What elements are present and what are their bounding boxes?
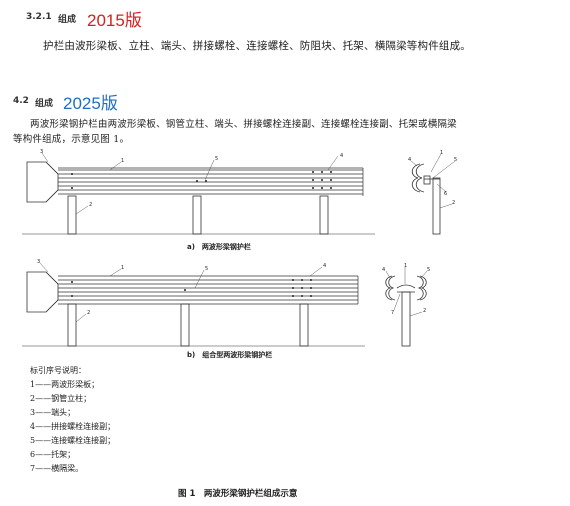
callout-5-a-section: 5: [454, 157, 457, 163]
end-terminal-a: [26, 161, 59, 203]
legend-item: 1——两波形梁板；: [30, 380, 100, 389]
beam-plate-a: [58, 167, 364, 196]
legend-item: 5——连接螺栓连接副；: [30, 436, 116, 445]
figure-b-diagram: 3 1 5 4 2 4 1 5 7 2: [22, 259, 430, 347]
version-label-2015: 2015版: [87, 11, 142, 30]
callout-1-a: 1: [121, 158, 124, 164]
callout-5-a: 5: [215, 156, 218, 162]
callout-3-b: 3: [37, 259, 40, 265]
steel-post-b2: [180, 303, 190, 347]
steel-post-b1: [67, 303, 77, 347]
section-title-2015: 组成: [58, 15, 77, 25]
callout-3-a: 3: [40, 149, 43, 155]
figure-a-caption: a) 两波形梁钢护栏: [187, 243, 251, 251]
splice-bolts-a: [71, 171, 332, 189]
callout-2-a: 2: [89, 202, 92, 208]
callout-1-b-section: 1: [404, 263, 407, 269]
callout-6-a-section: 6: [444, 191, 447, 197]
callout-2-a-section: 2: [452, 200, 455, 206]
callout-7-b-section: 7: [391, 310, 394, 316]
section-text-2015: 护栏由波形梁板、立柱、端头、拼接螺栓、连接螺栓、防阻块、托架、横隔梁等构件组成。: [43, 40, 471, 52]
legend-item: 6——托架；: [30, 450, 76, 459]
callout-5-b-section: 5: [427, 267, 430, 273]
splice-bolts-b: [71, 279, 312, 297]
end-terminal-b: [26, 271, 59, 313]
callout-1-b: 1: [121, 265, 124, 271]
steel-post-b3: [299, 303, 309, 347]
section-number-2015: 3.2.1: [26, 12, 52, 22]
steel-post-a3: [319, 195, 329, 235]
callout-2-b-section: 2: [423, 308, 426, 314]
callout-2-b: 2: [87, 310, 90, 316]
callout-4-b-section: 4: [382, 267, 385, 273]
section-text-2025-line2: 等构件组成，示意见图 1。: [13, 134, 130, 145]
legend-item: 4——拼接螺栓连接副；: [30, 422, 116, 431]
legend-title: 标引序号说明：: [30, 366, 86, 375]
figure-title: 图 1 两波形梁钢护栏组成示意: [178, 489, 298, 499]
version-label-2025: 2025版: [63, 94, 118, 113]
figure-a-diagram: 3 1 5 4 2 4 1 5 6 2: [22, 149, 457, 235]
beam-plate-b: [58, 275, 359, 305]
steel-post-a1: [67, 195, 77, 235]
cross-section-a: [411, 163, 441, 235]
legend-item: 7——横隔梁。: [30, 464, 84, 473]
section-title-2025: 组成: [35, 99, 54, 109]
callout-4-a-section: 4: [408, 157, 411, 163]
section-number-2025: 4.2: [13, 96, 29, 106]
callout-4-a: 4: [340, 153, 343, 159]
steel-post-a2: [192, 195, 202, 235]
callout-4-b: 4: [323, 263, 326, 269]
section-text-2025-line1: 两波形梁钢护栏由两波形梁板、钢管立柱、端头、拼接螺栓连接副、连接螺栓连接副、托架…: [30, 119, 457, 130]
callout-1-a-section: 1: [440, 150, 443, 156]
legend-item: 3——端头；: [30, 408, 76, 417]
figure-b-caption: b) 组合型两波形梁钢护栏: [187, 351, 273, 359]
callout-5-b: 5: [205, 266, 208, 272]
cross-section-b: [385, 275, 427, 347]
legend-item: 2——钢管立柱；: [30, 394, 92, 403]
